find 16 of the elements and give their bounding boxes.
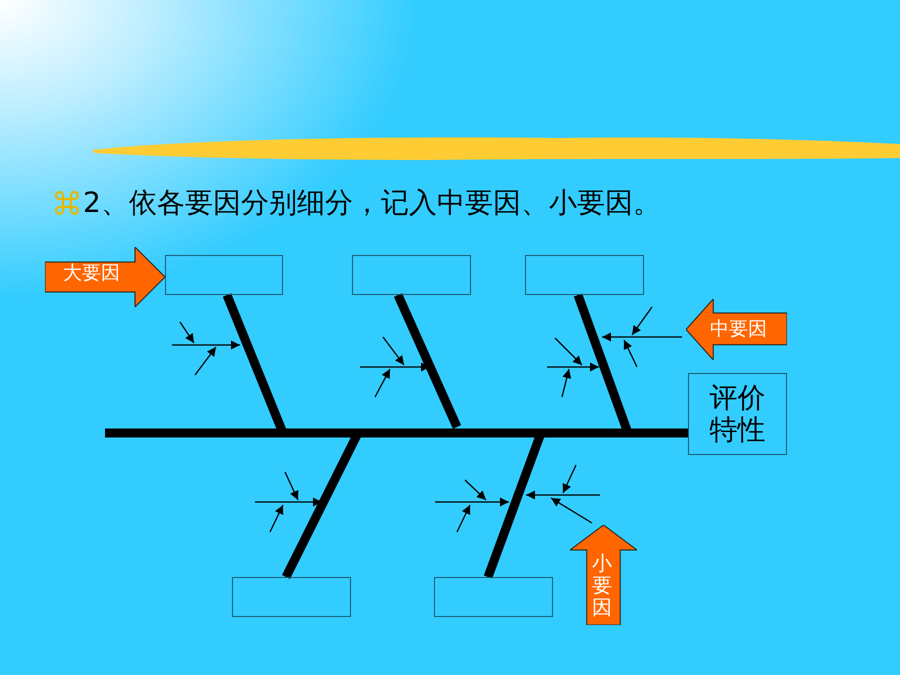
block-arrow [686, 299, 787, 360]
node-label: 小要因 [592, 552, 612, 618]
node-label: 大要因 [63, 264, 120, 283]
cause-box [165, 255, 283, 295]
cause-box [352, 255, 471, 295]
effect-box [688, 373, 787, 455]
block-arrow [45, 247, 165, 307]
cause-box [525, 255, 644, 295]
fish-bone-line [105, 428, 688, 438]
title: 2、依各要因分别细分，记入中要因、小要因。 [83, 185, 661, 220]
node-label: 中要因 [710, 320, 767, 339]
fish-bone-line [394, 293, 462, 429]
node-label: 评价特性 [710, 382, 766, 446]
block-arrow [570, 525, 637, 625]
cause-box [232, 577, 351, 617]
cause-box [434, 577, 553, 617]
